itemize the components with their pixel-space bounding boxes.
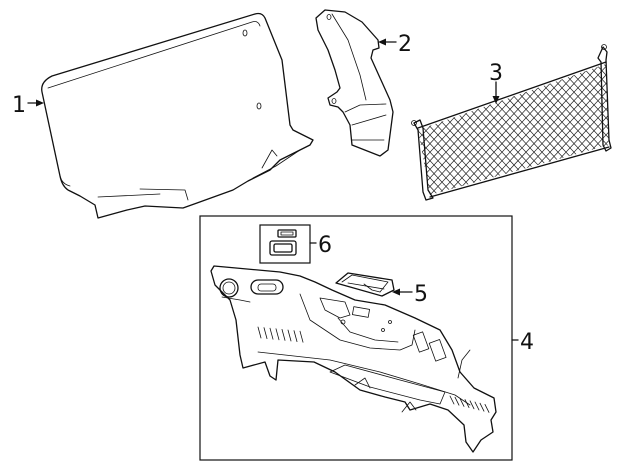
arrow-2-icon — [378, 38, 386, 46]
cargo-net-icon — [411, 44, 612, 201]
callout-4: 4 — [520, 330, 534, 355]
callout-2: 2 — [398, 32, 412, 57]
part-4-frame — [199, 215, 513, 461]
callout-5: 5 — [414, 282, 428, 307]
arrow-1-icon — [36, 99, 44, 107]
arrow-5-icon — [392, 288, 400, 296]
part-6-frame — [259, 224, 311, 264]
handle-cover-icon — [335, 272, 395, 297]
callout-1: 1 — [12, 93, 26, 118]
trim-bracket-icon — [315, 9, 394, 157]
package-tray-panel-icon — [41, 12, 314, 219]
callout-6: 6 — [318, 233, 332, 258]
callout-3: 3 — [489, 61, 503, 86]
arrow-3-icon — [492, 96, 500, 104]
trunk-trim-panel-icon — [210, 265, 497, 453]
leader-lines — [27, 38, 519, 341]
clip-retainer-icon — [269, 229, 297, 256]
